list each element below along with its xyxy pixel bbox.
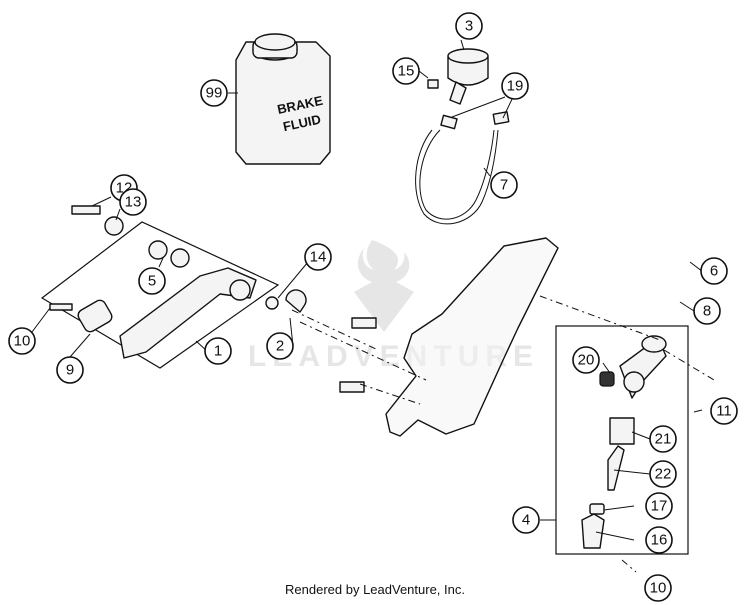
svg-text:15: 15 — [398, 63, 415, 80]
callout-1: 1 — [204, 337, 232, 365]
assembly-lines — [291, 295, 715, 573]
svg-text:22: 22 — [655, 466, 672, 483]
callout-5: 5 — [138, 267, 166, 295]
leader-lines — [25, 39, 704, 541]
svg-text:1: 1 — [214, 343, 222, 360]
footrest-bracket — [339, 237, 559, 437]
callout-2: 2 — [266, 332, 294, 360]
svg-text:21: 21 — [655, 431, 672, 448]
svg-text:5: 5 — [148, 273, 156, 290]
brake-fluid-bottle: BRAKE FLUID — [235, 33, 331, 165]
callout-22: 22 — [649, 460, 677, 488]
callout-10b: 10 — [644, 574, 672, 602]
callout-99: 99 — [200, 79, 228, 107]
svg-text:9: 9 — [66, 362, 74, 379]
callout-3: 3 — [455, 12, 483, 40]
callout-10a: 10 — [8, 327, 36, 355]
callout-11: 11 — [710, 397, 738, 425]
callout-20: 20 — [572, 346, 600, 374]
svg-text:20: 20 — [578, 352, 595, 369]
svg-text:2: 2 — [276, 338, 284, 355]
callout-9: 9 — [56, 356, 84, 384]
callout-4: 4 — [512, 506, 540, 534]
callout-6: 6 — [700, 257, 728, 285]
svg-text:10: 10 — [650, 580, 667, 597]
master-cylinder-assembly — [555, 325, 689, 555]
callout-13: 13 — [119, 188, 147, 216]
svg-text:99: 99 — [206, 85, 223, 102]
svg-text:19: 19 — [507, 78, 524, 95]
callout-19: 19 — [501, 72, 529, 100]
callout-17: 17 — [645, 492, 673, 520]
callout-7: 7 — [490, 171, 518, 199]
svg-text:6: 6 — [710, 263, 718, 280]
pedal-assembly — [40, 205, 307, 369]
callout-21: 21 — [649, 425, 677, 453]
svg-text:16: 16 — [651, 532, 668, 549]
svg-text:8: 8 — [703, 303, 711, 320]
reservoir-assembly — [415, 48, 510, 225]
svg-text:10: 10 — [14, 333, 31, 350]
svg-text:4: 4 — [522, 512, 530, 529]
callout-8: 8 — [693, 297, 721, 325]
svg-text:14: 14 — [310, 249, 327, 266]
callout-16: 16 — [645, 526, 673, 554]
svg-text:11: 11 — [716, 403, 732, 420]
svg-text:17: 17 — [651, 498, 668, 515]
svg-text:13: 13 — [125, 194, 142, 211]
callout-15: 15 — [392, 57, 420, 85]
rendered-by-credit: Rendered by LeadVenture, Inc. — [285, 582, 465, 597]
svg-text:7: 7 — [500, 177, 508, 194]
svg-text:3: 3 — [465, 18, 473, 35]
callout-14: 14 — [304, 243, 332, 271]
